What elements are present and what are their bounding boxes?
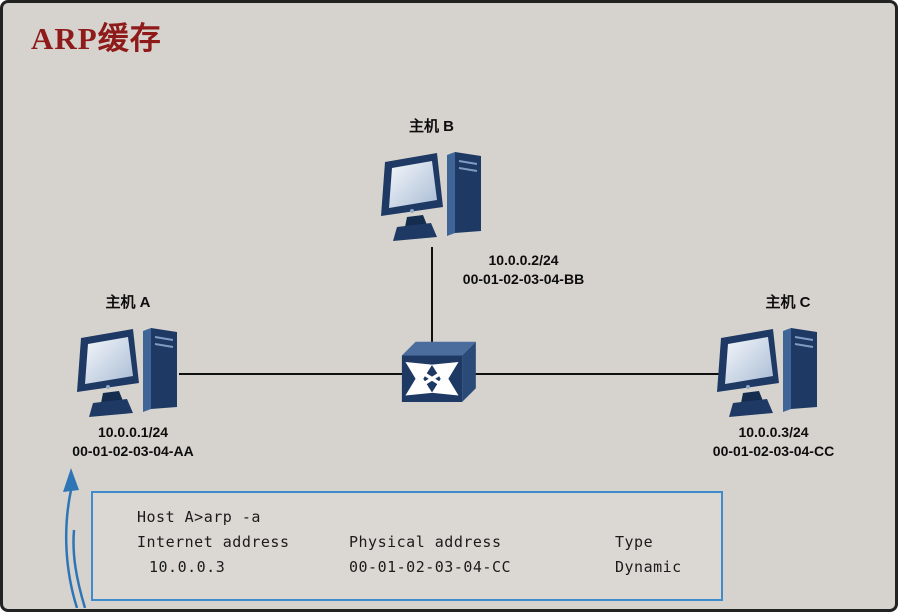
host-c-address: 10.0.0.3/24 00-01-02-03-04-CC — [671, 423, 876, 461]
computer-icon — [381, 152, 481, 241]
arp-command-line: Host A>arp -a — [137, 508, 261, 526]
arp-entry-mac: 00-01-02-03-04-CC — [349, 558, 512, 576]
column-physical-address: Physical address — [349, 533, 502, 551]
host-a-mac: 00-01-02-03-04-AA — [72, 443, 194, 459]
host-a-label: 主机 A — [105, 294, 151, 311]
host-b-mac: 00-01-02-03-04-BB — [462, 271, 585, 287]
host-a-ip: 10.0.0.1/24 — [97, 424, 169, 440]
switch-icon — [401, 341, 476, 402]
arp-entry-ip: 10.0.0.3 — [149, 558, 226, 576]
arp-entry-type: Dynamic — [615, 558, 682, 576]
host-c-ip: 10.0.0.3/24 — [738, 424, 809, 440]
host-b-label: 主机 B — [408, 118, 454, 135]
link-host-a-switch — [179, 373, 402, 375]
arp-table-header: Internet address Physical address Type — [137, 530, 711, 555]
host-c-label: 主机 C — [765, 294, 811, 311]
column-internet-address: Internet address — [137, 533, 290, 551]
host-c-mac: 00-01-02-03-04-CC — [712, 443, 835, 459]
arp-output-panel: Host A>arp -a Internet address Physical … — [91, 491, 723, 601]
computer-icon — [77, 328, 177, 417]
host-b-address: 10.0.0.2/24 00-01-02-03-04-BB — [421, 251, 626, 289]
link-switch-host-c — [473, 373, 719, 375]
host-b-ip: 10.0.0.2/24 — [488, 252, 559, 268]
callout-arrow-icon — [63, 468, 87, 608]
computer-icon — [717, 328, 817, 417]
page-title: ARP缓存 — [31, 21, 162, 56]
arp-table-row: 10.0.0.3 00-01-02-03-04-CC Dynamic — [137, 555, 711, 580]
host-a-address: 10.0.0.1/24 00-01-02-03-04-AA — [33, 423, 233, 461]
link-host-b-switch — [431, 247, 433, 343]
column-type: Type — [615, 533, 654, 551]
